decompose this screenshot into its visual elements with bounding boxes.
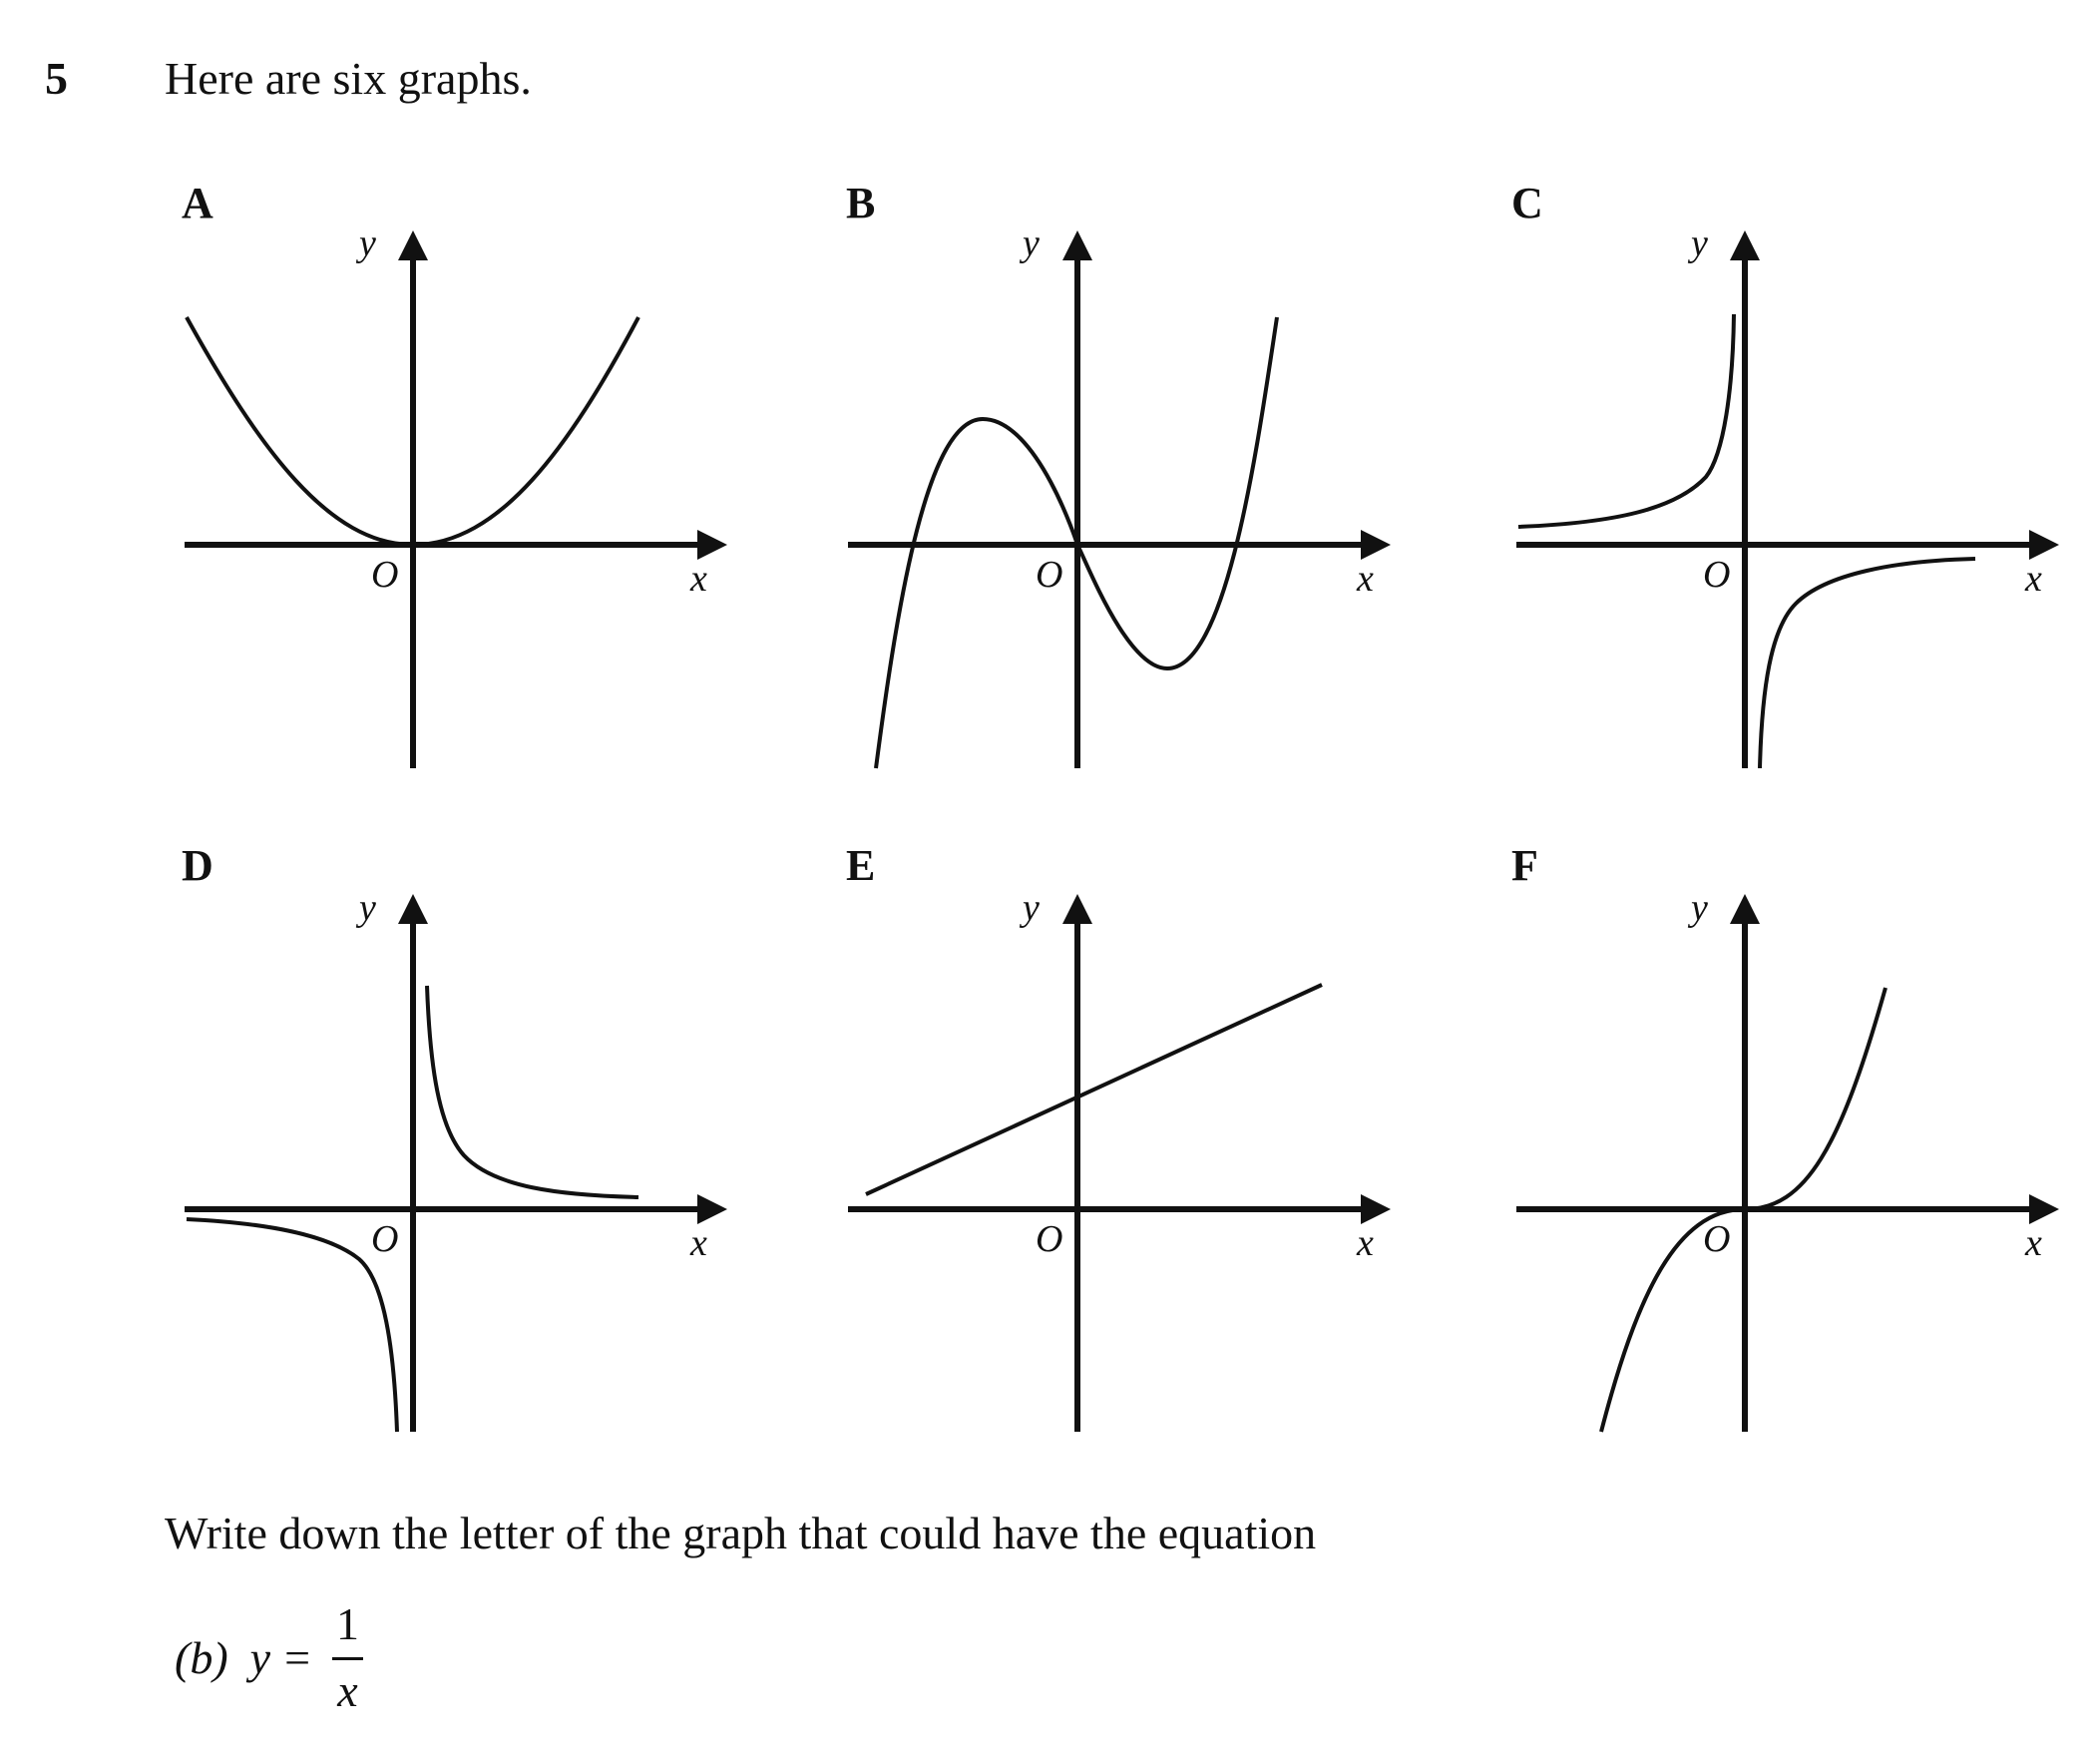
graph-b-curve (874, 316, 1279, 769)
graph-e-origin-label: O (1036, 1218, 1062, 1260)
graph-c-x-label: x (2024, 558, 2042, 600)
graph-d-curve-left (186, 1217, 399, 1433)
graph-b-y-label: y (1019, 222, 1040, 264)
graph-label-e: E (846, 841, 876, 890)
fraction-denominator: x (337, 1665, 358, 1716)
graph-d-x-label: x (689, 1222, 707, 1264)
graph-label-d: D (182, 841, 213, 890)
graph-a-curve (185, 316, 640, 548)
part-tag: (b) (175, 1632, 228, 1683)
graph-f-x-label: x (2024, 1222, 2042, 1264)
graph-label-a: A (182, 179, 213, 227)
graph-e-line (865, 983, 1323, 1196)
equation-equals: = (284, 1632, 311, 1683)
graph-d-origin-label: O (371, 1218, 398, 1260)
question-intro: Here are six graphs. (165, 53, 532, 104)
equation-fraction: 1 x (332, 1601, 364, 1716)
graph-b: y O x (848, 222, 1391, 769)
fraction-numerator: 1 (332, 1601, 364, 1660)
graph-f-origin-label: O (1703, 1218, 1730, 1260)
graph-a-y-label: y (355, 222, 376, 264)
graph-e-y-label: y (1019, 887, 1040, 929)
graph-label-f: F (1511, 841, 1538, 890)
equation-variable: y (249, 1632, 271, 1683)
question-part-b: (b) y = 1 x (175, 1601, 364, 1716)
graph-d: y O x (185, 887, 727, 1433)
graph-e: y O x (848, 887, 1391, 1432)
graph-a-origin-label: O (371, 554, 398, 596)
graph-c-origin-label: O (1703, 554, 1730, 596)
graph-c-curve-left (1517, 313, 1736, 529)
graph-c-y-label: y (1687, 222, 1708, 264)
graph-f-curve (1599, 987, 1888, 1433)
graph-b-origin-label: O (1036, 554, 1062, 596)
graph-c-curve-right (1758, 557, 1976, 769)
graph-a: y O x (185, 222, 727, 768)
graph-label-c: C (1511, 179, 1543, 227)
graph-f-y-label: y (1687, 887, 1708, 929)
question-number: 5 (45, 53, 68, 104)
graph-a-x-label: x (689, 558, 707, 600)
graph-e-x-label: x (1356, 1222, 1374, 1264)
graph-d-y-label: y (355, 887, 376, 929)
graph-f: y O x (1516, 887, 2059, 1433)
question-prompt: Write down the letter of the graph that … (165, 1508, 1317, 1558)
graph-c: y O x (1516, 222, 2059, 769)
graph-label-b: B (846, 179, 876, 227)
graph-b-x-label: x (1356, 558, 1374, 600)
graph-d-curve-right (425, 985, 639, 1199)
